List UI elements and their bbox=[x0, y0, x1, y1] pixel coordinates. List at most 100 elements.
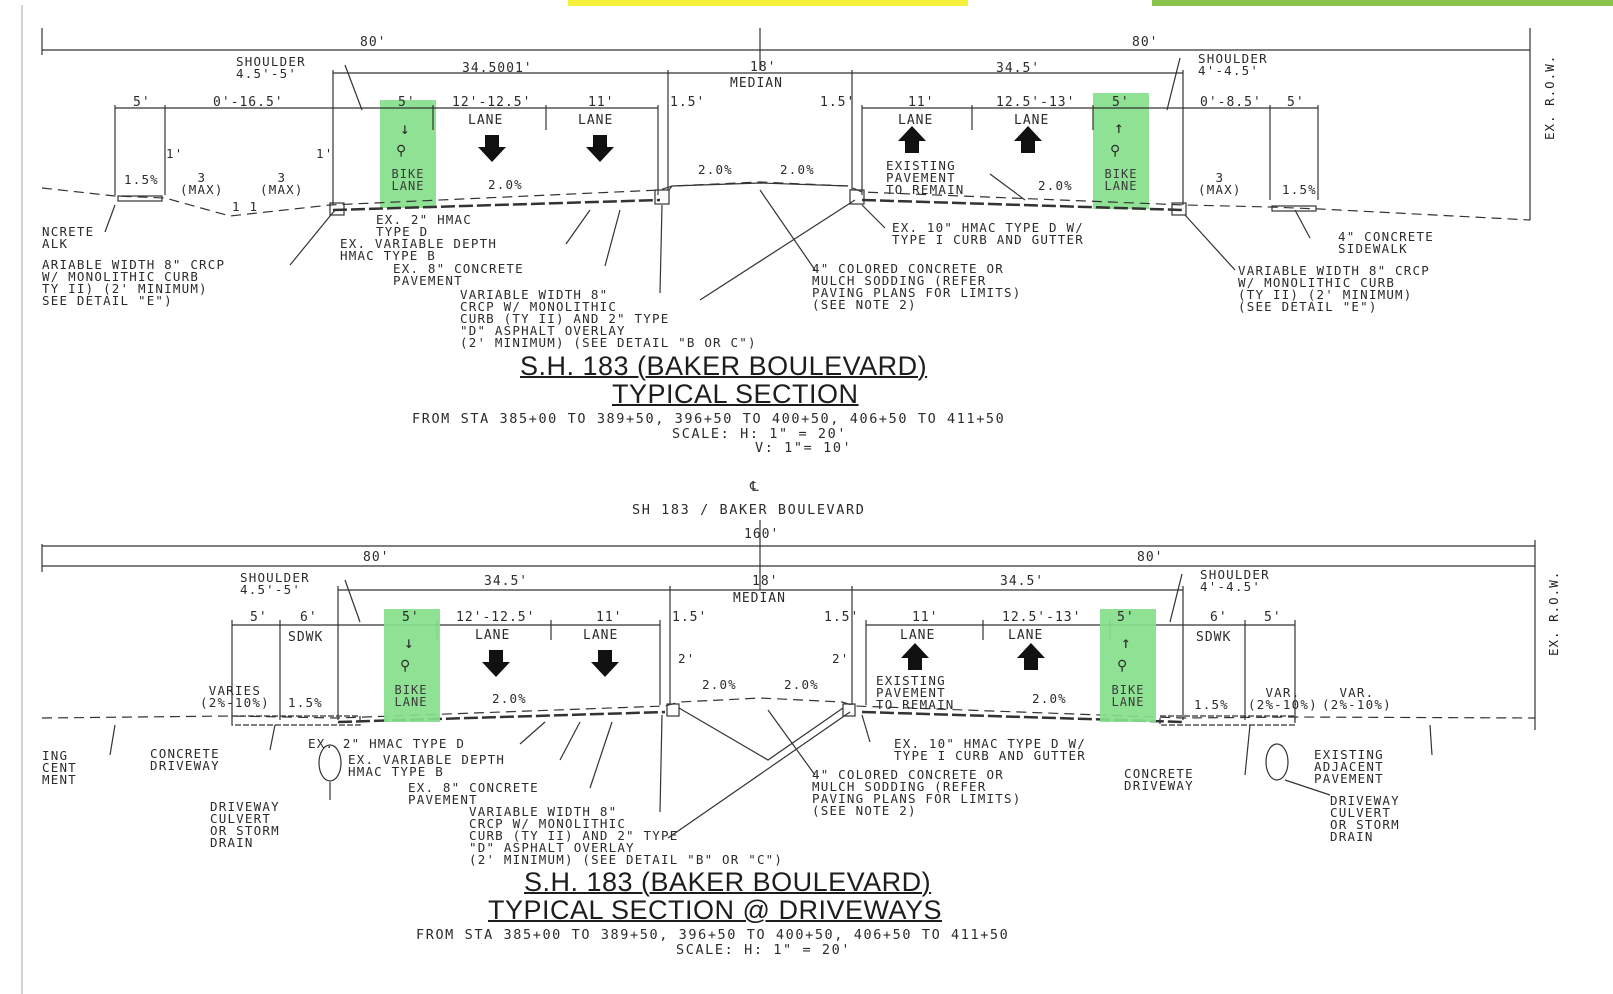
dim-right-80: 80' bbox=[1132, 35, 1159, 50]
variable-width-median-label: VARIABLE WIDTH 8" CRCP W/ MONOLITHIC CUR… bbox=[460, 287, 757, 350]
dim-right-345: 34.5' bbox=[996, 61, 1041, 76]
green-accent-bar bbox=[1152, 0, 1613, 6]
slope-label: 1.5% bbox=[1194, 697, 1229, 712]
dim-left-80: 80' bbox=[363, 550, 390, 565]
sidewalk-right-label: SDWK bbox=[1196, 630, 1232, 645]
slope-label: VAR. (2%-10%) bbox=[1322, 685, 1392, 712]
lane-label: LANE bbox=[898, 113, 934, 128]
ex-variable-depth-label: EX. VARIABLE DEPTH HMAC TYPE B bbox=[348, 752, 506, 779]
slope-label: 2.0% bbox=[702, 677, 737, 692]
dim-two-a: 2' bbox=[678, 651, 696, 666]
dim-11a: 11' bbox=[588, 95, 615, 110]
bike-lane-highlight-left bbox=[380, 100, 436, 208]
shoulder-left-label: SHOULDER 4.5'-5' bbox=[240, 570, 310, 597]
driveway-culvert-left-label: DRIVEWAY CULVERT OR STORM DRAIN bbox=[210, 799, 280, 850]
bike-lane-highlight-right-bottom bbox=[1100, 609, 1156, 722]
existing-pavement-label: EXISTING PAVEMENT TO REMAIN bbox=[876, 673, 955, 712]
concrete-driveway-right-label: CONCRETE DRIVEWAY bbox=[1124, 766, 1194, 793]
median-label: MEDIAN bbox=[730, 76, 783, 91]
slope-label: 2.0% bbox=[1038, 178, 1073, 193]
top-section-title: S.H. 183 (BAKER BOULEVARD) bbox=[520, 351, 928, 381]
variable-width-median-label: VARIABLE WIDTH 8" CRCP W/ MONOLITHIC CUR… bbox=[469, 804, 784, 867]
slope-label: 1.5% bbox=[288, 695, 323, 710]
ex-row-label: EX. R.O.W. bbox=[1546, 570, 1561, 656]
concrete-walk-label: NCRETE ALK bbox=[42, 224, 95, 251]
colored-concrete-label: 4" COLORED CONCRETE OR MULCH SODDING (RE… bbox=[812, 261, 1022, 312]
slope-label: 2.0% bbox=[784, 677, 819, 692]
slope-label: 2.0% bbox=[1032, 691, 1067, 706]
driveway-culvert-right-label: DRIVEWAY CULVERT OR STORM DRAIN bbox=[1330, 793, 1400, 844]
shoulder-right-label: SHOULDER 4'-4.5' bbox=[1198, 51, 1268, 78]
lane-label: LANE bbox=[468, 113, 504, 128]
yellow-accent-bar bbox=[568, 0, 968, 6]
slope-label: 1.5% bbox=[1282, 182, 1317, 197]
bike-arrow-down-icon: ↓ bbox=[400, 119, 411, 138]
ex-row-label: EX. R.O.W. bbox=[1542, 54, 1557, 140]
bike-lane-highlight-left-bottom bbox=[384, 609, 440, 722]
slope-label: 2.0% bbox=[698, 162, 733, 177]
bike-lane-label: BIKE LANE bbox=[1111, 683, 1145, 709]
lane-label: LANE bbox=[900, 628, 936, 643]
lane-label: LANE bbox=[1014, 113, 1050, 128]
dim-left-345: 34.5001' bbox=[462, 61, 533, 76]
concrete-sidewalk-label: 4" CONCRETE SIDEWALK bbox=[1338, 229, 1434, 256]
variable-width-left-label: ARIABLE WIDTH 8" CRCP W/ MONOLITHIC CURB… bbox=[42, 257, 226, 308]
sidewalk-left-label: SDWK bbox=[288, 630, 324, 645]
dim-5a: 5' bbox=[133, 95, 151, 110]
dim-6a: 6' bbox=[300, 610, 318, 625]
slope-label: 2.0% bbox=[488, 177, 523, 192]
bike-arrow-up-icon: ↑ bbox=[1114, 118, 1125, 137]
slope-label: VAR. (2%-10%) bbox=[1248, 685, 1318, 712]
dim-15a: 1.5' bbox=[672, 610, 708, 625]
bottom-section-subtitle: TYPICAL SECTION @ DRIVEWAYS bbox=[488, 895, 942, 925]
dim-0-85: 0'-8.5' bbox=[1200, 95, 1262, 110]
dim-left-80: 80' bbox=[360, 35, 387, 50]
concrete-driveway-left-label: CONCRETE DRIVEWAY bbox=[150, 746, 220, 773]
bike-lane-label: BIKE LANE bbox=[1104, 167, 1138, 193]
bicycle-icon: ⚲ bbox=[1117, 658, 1129, 674]
centerline-icon: ℄ bbox=[750, 479, 761, 495]
lane-label: LANE bbox=[1008, 628, 1044, 643]
ex-8-concrete-label: EX. 8" CONCRETE PAVEMENT bbox=[393, 261, 524, 288]
slope-label: 2.0% bbox=[492, 691, 527, 706]
colored-concrete-label: 4" COLORED CONCRETE OR MULCH SODDING (RE… bbox=[812, 767, 1022, 818]
bike-lane-label: BIKE LANE bbox=[394, 683, 428, 709]
dim-right-345: 34.5' bbox=[1000, 574, 1045, 589]
slope-label: 3 (MAX) bbox=[260, 170, 304, 197]
existing-adjacent-pavement-left-label: ING CENT MENT bbox=[42, 748, 77, 787]
bicycle-icon: ⚲ bbox=[396, 143, 408, 159]
ex-hmac-d-label: EX. 2" HMAC TYPE D bbox=[376, 212, 472, 239]
slope-label: 1.5% bbox=[124, 172, 159, 187]
dim-median-18: 18' bbox=[750, 60, 777, 75]
bottom-scale-h: SCALE: H: 1" = 20' bbox=[676, 942, 852, 958]
ex-variable-depth-label: EX. VARIABLE DEPTH HMAC TYPE B bbox=[340, 236, 498, 263]
variable-width-right-label: VARIABLE WIDTH 8" CRCP W/ MONOLITHIC CUR… bbox=[1238, 263, 1430, 314]
lane-label: LANE bbox=[578, 113, 614, 128]
slope-label: 2.0% bbox=[780, 162, 815, 177]
top-section-subtitle: TYPICAL SECTION bbox=[612, 379, 859, 409]
dim-one-one: 1 1 bbox=[232, 199, 259, 214]
dim-two-b: 2' bbox=[832, 651, 850, 666]
dim-15b: 1.5' bbox=[824, 610, 860, 625]
slope-label: VARIES (2%-10%) bbox=[200, 683, 270, 710]
dim-bike-left: 5' bbox=[402, 610, 420, 625]
dim-bike-right: 5' bbox=[1117, 610, 1135, 625]
bicycle-icon: ⚲ bbox=[400, 658, 412, 674]
dim-5a: 5' bbox=[250, 610, 268, 625]
ex-hmac-d-label: EX. 2" HMAC TYPE D bbox=[308, 736, 466, 751]
dim-6b: 6' bbox=[1210, 610, 1228, 625]
top-scale-h: SCALE: H: 1" = 20' bbox=[672, 426, 848, 442]
dim-5d: 5' bbox=[1287, 95, 1305, 110]
dim-total-160: 160' bbox=[744, 527, 780, 542]
dim-11b: 11' bbox=[912, 610, 939, 625]
dim-right-80: 80' bbox=[1137, 550, 1164, 565]
dim-0-165: 0'-16.5' bbox=[213, 95, 284, 110]
lane-label: LANE bbox=[583, 628, 619, 643]
bike-arrow-down-icon: ↓ bbox=[404, 633, 415, 652]
shoulder-right-label: SHOULDER 4'-4.5' bbox=[1200, 567, 1270, 594]
dim-125-13: 12.5'-13' bbox=[1002, 610, 1082, 625]
dim-bike-left: 5' bbox=[398, 95, 416, 110]
dim-bike-right: 5' bbox=[1112, 95, 1130, 110]
dim-one-a: 1' bbox=[166, 146, 184, 161]
